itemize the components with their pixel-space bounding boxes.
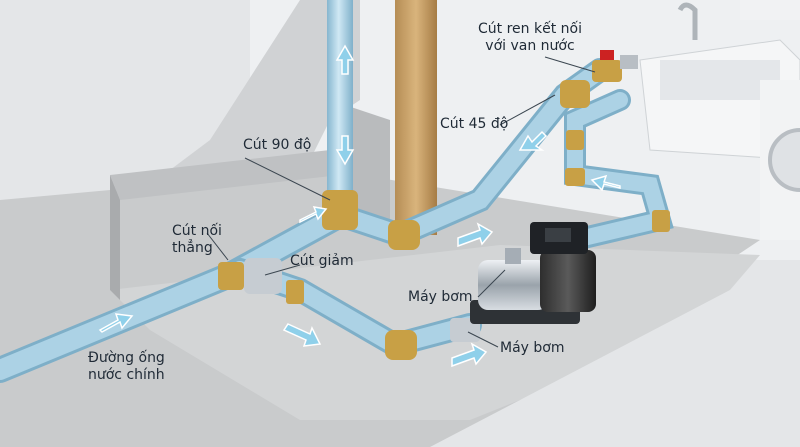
valve-handle-icon	[600, 50, 614, 60]
pump-motor	[540, 250, 596, 312]
flow-arrows	[98, 44, 621, 368]
return-coupling	[566, 130, 584, 150]
label-threaded-elbow-line2: với van nước	[485, 38, 575, 54]
towels	[740, 0, 800, 20]
straight-coupling-fitting	[218, 262, 244, 290]
return-pipe	[567, 92, 670, 248]
ring-fitting	[286, 280, 304, 304]
faucet-icon	[677, 2, 698, 40]
outlet-coupling	[652, 210, 670, 232]
label-main-pipe-line2: nước chính	[88, 367, 165, 383]
broken-wall	[130, 0, 360, 200]
label-main-pipe: Đường ống nước chính	[88, 350, 165, 384]
ledge-top	[110, 150, 340, 200]
flow-arrow-icon	[282, 323, 322, 347]
leader-elbow-90	[244, 157, 331, 201]
elbow-45-fitting	[560, 80, 590, 108]
leader-reducer	[264, 264, 301, 276]
wall-tap	[620, 55, 638, 69]
label-pump-upper: Máy bơm	[408, 289, 473, 305]
leader-threaded-elbow	[544, 56, 596, 73]
threaded-elbow-fitting	[592, 60, 622, 82]
flow-arrow-icon	[451, 342, 488, 368]
flow-arrow-icon	[335, 135, 355, 166]
label-threaded-elbow: Cút ren kết nối với van nước	[478, 21, 582, 55]
label-elbow-90: Cút 90 độ	[243, 137, 312, 153]
ledge-front	[110, 175, 120, 300]
leader-pump-lower	[467, 331, 499, 348]
pump-outlet	[505, 248, 521, 264]
flow-arrow-icon	[590, 174, 621, 192]
tee-fitting	[322, 190, 358, 230]
return-elbow	[565, 168, 585, 186]
label-pump-lower: Máy bơm	[500, 340, 565, 356]
pump-housing	[478, 260, 548, 310]
flow-arrow-icon	[335, 44, 355, 75]
reducer-fitting	[244, 258, 282, 294]
label-straight-coupling: Cút nối thẳng	[172, 223, 222, 257]
fittings	[218, 50, 670, 360]
lower-elbow-fitting	[385, 330, 417, 360]
flow-arrow-icon	[518, 130, 548, 151]
flow-arrow-icon	[98, 313, 134, 333]
leader-pump-upper	[477, 269, 506, 298]
leader-elbow-45	[499, 94, 556, 126]
vertical-riser-pipe	[327, 0, 353, 215]
label-elbow-45: Cút 45 độ	[440, 116, 509, 132]
label-reducer: Cút giảm	[290, 253, 354, 269]
label-straight-coupling-line1: Cút nối	[172, 223, 222, 239]
leader-straight-coupling	[206, 232, 229, 261]
flow-arrow-icon	[457, 222, 494, 248]
label-threaded-elbow-line1: Cút ren kết nối	[478, 21, 582, 37]
label-straight-coupling-line2: thẳng	[172, 240, 213, 256]
leader-lines	[206, 56, 596, 348]
wooden-beam	[395, 0, 437, 235]
label-main-pipe-line1: Đường ống	[88, 350, 165, 366]
pump-display	[545, 228, 571, 242]
washer-door	[768, 128, 800, 192]
flex-hose-fitting	[450, 318, 480, 342]
elbow-90-fitting	[388, 220, 420, 250]
flow-arrow-icon	[299, 206, 328, 224]
water-pump	[470, 222, 596, 324]
